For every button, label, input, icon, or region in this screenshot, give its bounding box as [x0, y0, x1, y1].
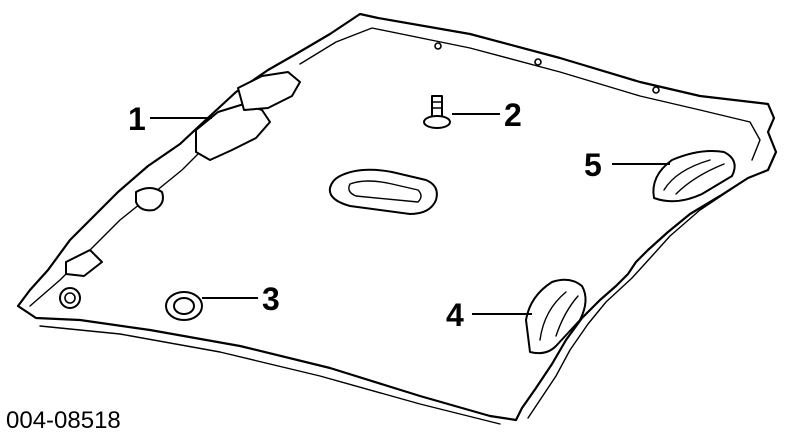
- callout-1: 1: [128, 101, 146, 137]
- dome-lamp-inner: [348, 180, 422, 203]
- rear-hole: [434, 42, 442, 50]
- callout-5: 5: [584, 147, 602, 183]
- part-3-grommet: [165, 291, 203, 321]
- headliner-right-flange: [527, 181, 743, 419]
- part-1-bracket: [195, 103, 271, 161]
- rear-hole: [534, 58, 542, 66]
- callout-4: 4: [446, 297, 464, 333]
- part-4-handle: [525, 278, 587, 355]
- side-round-hole-inner: [64, 292, 76, 304]
- side-opening-upper: [135, 187, 164, 212]
- callout-2: 2: [504, 97, 522, 133]
- part-2-fastener: [423, 95, 451, 129]
- part-5-hook: [652, 150, 736, 203]
- rear-hole: [652, 86, 660, 94]
- headliner-front-edge: [39, 325, 501, 425]
- dome-lamp-opening: [328, 168, 438, 215]
- part-1-clip: [237, 71, 301, 111]
- headliner-panel: [16, 12, 778, 422]
- side-opening-lower: [65, 249, 103, 277]
- document-number: 004-08518: [6, 407, 121, 434]
- callout-3: 3: [262, 281, 280, 317]
- headliner-rear-flange: [299, 27, 761, 161]
